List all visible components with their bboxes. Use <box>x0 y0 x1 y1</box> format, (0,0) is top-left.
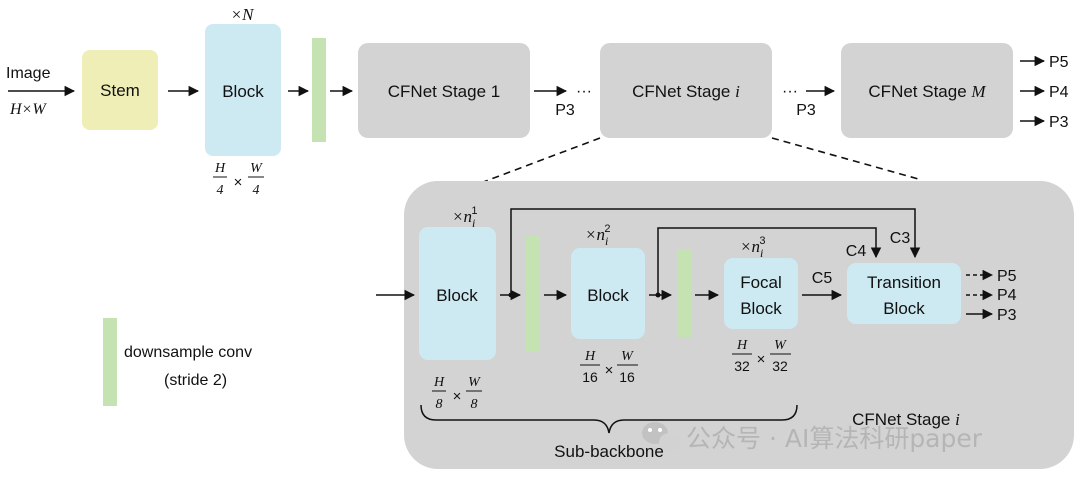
top-output-p5: P5 <box>1049 54 1069 71</box>
p3-label-b: P3 <box>796 102 816 119</box>
top-block-label: Block <box>222 82 264 101</box>
svg-text:4: 4 <box>253 183 260 198</box>
svg-text:×: × <box>453 388 462 405</box>
sub-backbone-brace <box>420 404 798 434</box>
wechat-icon <box>642 422 681 451</box>
detail-downsample-2 <box>677 250 691 337</box>
top-output-p3: P3 <box>1049 114 1069 131</box>
svg-text:32: 32 <box>772 358 788 374</box>
transition-block-line1: Transition <box>867 273 941 292</box>
svg-text:32: 32 <box>734 358 750 374</box>
dots-1: ··· <box>576 83 592 100</box>
stage-m-label: CFNet Stage M <box>868 82 986 101</box>
svg-text:×: × <box>757 351 766 368</box>
c4-label: C4 <box>846 243 867 260</box>
zoom-line-right <box>771 137 923 181</box>
focal-block-line1: Focal <box>740 273 782 292</box>
skip-connection-c3 <box>510 208 921 295</box>
block2-resolution: H 16 × W 16 <box>580 349 638 385</box>
sub-backbone-label: Sub-backbone <box>554 442 664 461</box>
top-block-resolution: H 4 × W 4 <box>213 161 264 198</box>
focal-block-line2: Block <box>740 299 782 318</box>
svg-text:H: H <box>214 161 226 176</box>
svg-text:H: H <box>584 349 596 364</box>
detail-output-p3: P3 <box>997 307 1017 324</box>
p3-label-a: P3 <box>555 102 575 119</box>
detail-downsample-1 <box>526 236 540 352</box>
legend-downsample-swatch <box>103 318 117 406</box>
input-size-label: H×W <box>9 101 47 118</box>
svg-text:8: 8 <box>471 397 478 412</box>
legend-line-2: (stride 2) <box>164 372 227 389</box>
svg-text:×: × <box>234 174 243 191</box>
stage-i-box <box>600 43 772 138</box>
svg-text:W: W <box>621 349 634 364</box>
block2-repeat-label: ×ni2 <box>585 223 610 248</box>
block-repeat-label: ×N <box>231 5 255 24</box>
top-output-p4: P4 <box>1049 84 1069 101</box>
svg-text:W: W <box>468 375 481 390</box>
stage-1-label: CFNet Stage 1 <box>388 82 500 101</box>
detail-stage-caption: CFNet Stage i <box>852 410 960 429</box>
transition-block-box <box>847 263 961 324</box>
skip-connection-c4 <box>657 227 882 295</box>
focal-resolution: H 32 × W 32 <box>732 338 791 374</box>
block1-resolution: H 8 × W 8 <box>432 375 482 412</box>
block1-repeat-label: ×ni1 <box>452 205 477 230</box>
svg-text:16: 16 <box>619 369 635 385</box>
svg-text:×: × <box>605 362 614 379</box>
legend-line-1: downsample conv <box>124 344 252 361</box>
focal-repeat-label: ×ni3 <box>740 235 765 260</box>
stage-1-box <box>358 43 530 138</box>
detail-output-p4: P4 <box>997 287 1017 304</box>
top-downsample-conv <box>312 38 326 142</box>
svg-text:W: W <box>250 161 263 176</box>
stage-m-box <box>841 43 1013 138</box>
detail-output-p5: P5 <box>997 268 1017 285</box>
transition-block-line2: Block <box>883 299 925 318</box>
detail-block-1-label: Block <box>436 286 478 305</box>
svg-text:4: 4 <box>217 183 224 198</box>
input-image-label: Image <box>6 65 51 82</box>
top-block-box <box>205 24 281 156</box>
c5-label: C5 <box>812 270 833 287</box>
stage-i-label: CFNet Stage i <box>632 82 740 101</box>
c3-label: C3 <box>890 230 911 247</box>
detail-block-2-box <box>571 248 645 339</box>
focal-block-box <box>724 258 798 329</box>
watermark: 公众号 · AI算法科研paper <box>642 422 983 453</box>
stem-label: Stem <box>100 81 140 100</box>
detail-block-2-label: Block <box>587 286 629 305</box>
detail-block-1-box <box>419 227 496 360</box>
svg-text:W: W <box>774 338 787 353</box>
watermark-text: 公众号 · AI算法科研paper <box>686 424 983 453</box>
svg-text:H: H <box>736 338 748 353</box>
svg-text:8: 8 <box>436 397 443 412</box>
dots-2: ··· <box>782 83 798 100</box>
stem-box <box>82 50 158 130</box>
svg-text:H: H <box>433 375 445 390</box>
svg-text:16: 16 <box>582 369 598 385</box>
